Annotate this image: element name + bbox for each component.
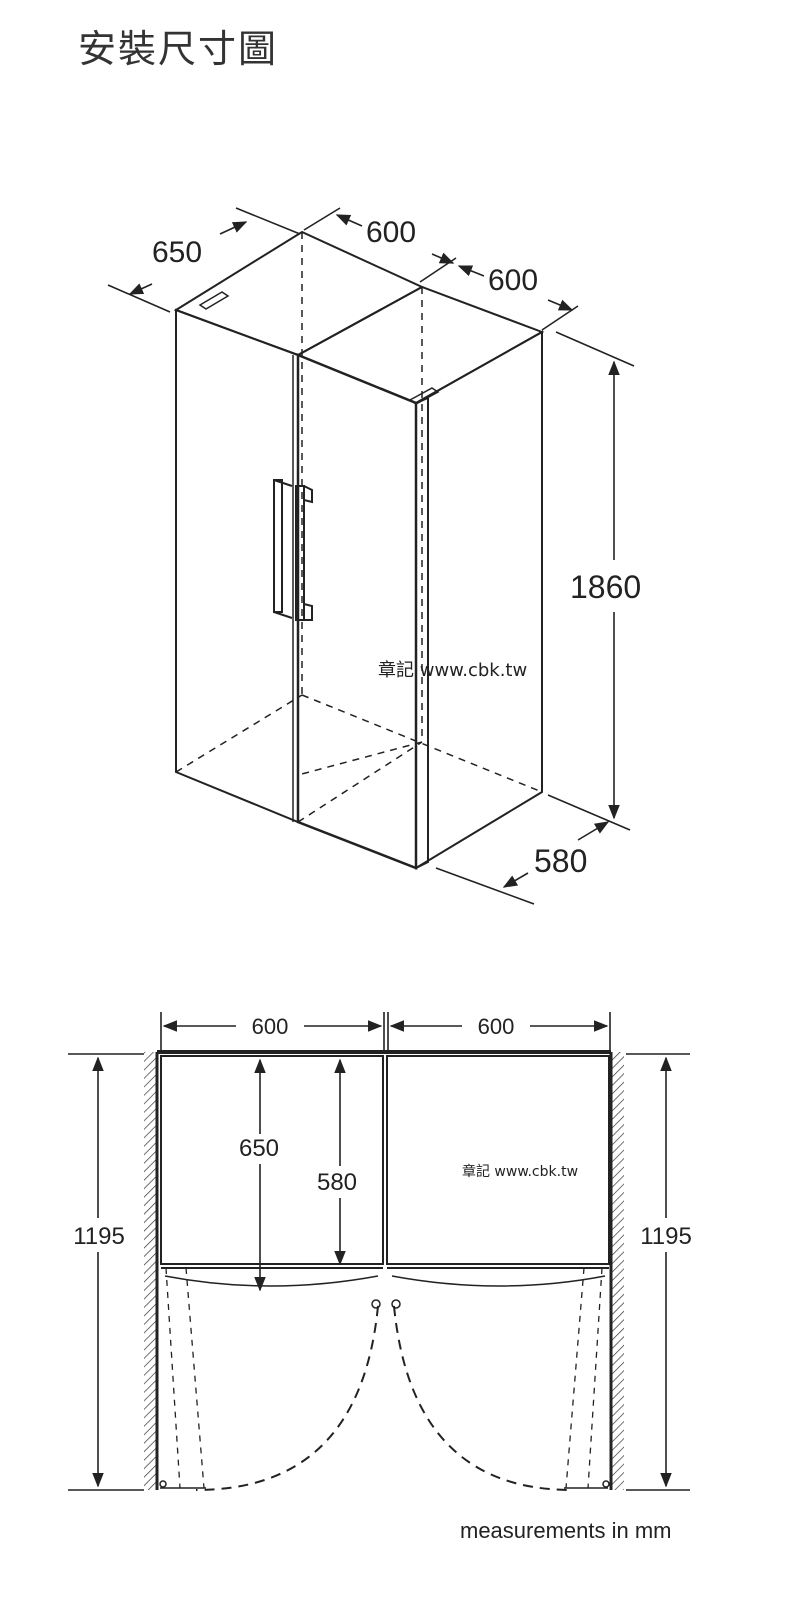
right-wall <box>612 1052 624 1490</box>
plan-dimensions <box>68 1012 690 1491</box>
units-note: measurements in mm <box>460 1518 672 1543</box>
iso-depth-label: 650 <box>152 236 202 269</box>
plan-door-open-depth-label: 650 <box>239 1135 279 1162</box>
plan-right-width-label: 600 <box>478 1014 515 1039</box>
plan-left-width-label: 600 <box>252 1014 289 1039</box>
iso-left-width-label: 600 <box>366 216 416 249</box>
isometric-dimensions <box>107 207 635 905</box>
left-wall <box>144 1052 156 1490</box>
page-title: 安裝尺寸圖 <box>78 27 279 71</box>
plan-view <box>144 1050 624 1491</box>
iso-base-depth-label: 580 <box>534 843 587 879</box>
iso-right-width-label: 600 <box>488 264 538 297</box>
isometric-fridge <box>173 230 545 870</box>
plan-watermark: 章記 www.cbk.tw <box>462 1163 578 1180</box>
plan-left-clearance-label: 1195 <box>73 1223 125 1250</box>
iso-height-label: 1860 <box>570 569 641 605</box>
plan-right-clearance-label: 1195 <box>640 1223 692 1250</box>
plan-body-depth-label: 580 <box>317 1169 357 1196</box>
iso-watermark: 章記 www.cbk.tw <box>378 660 527 681</box>
